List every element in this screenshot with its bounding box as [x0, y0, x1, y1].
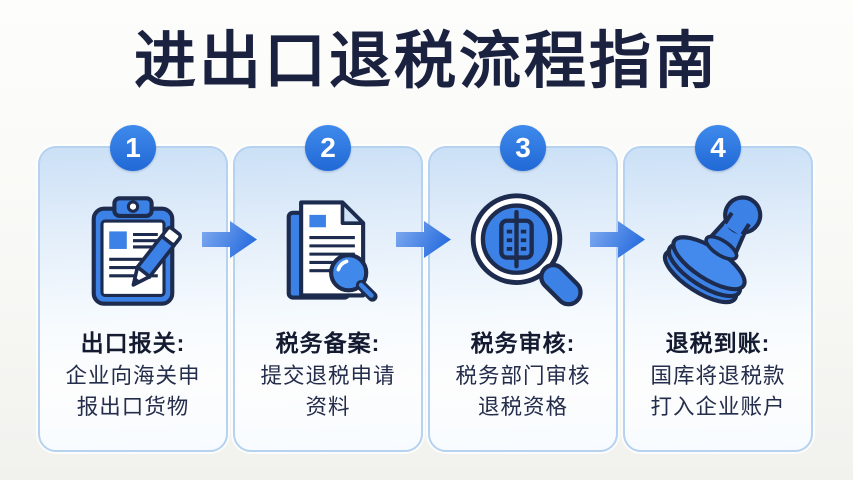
step-description: 国库将退税款 打入企业账户: [650, 364, 786, 419]
document-magnifier-icon: [266, 180, 390, 320]
step-card-tax-review: 3 税务审核: 税务部门审核 退税资格: [428, 125, 618, 452]
step-description: 税务部门审核 退税资格: [455, 364, 591, 419]
arrow-right-icon: [590, 218, 646, 262]
step-card-export-declaration: 1 出口报关:: [38, 125, 228, 452]
step-number-badge: 4: [695, 125, 741, 171]
step-title: 出口报关:: [80, 330, 186, 356]
step-card-tax-filing: 2 税务备案: 提交退税申请 资料: [233, 125, 423, 452]
step-card-refund-received: 4 退税到账: 国库将退税款 打入企业账户: [623, 125, 813, 452]
stamp-icon: [651, 180, 785, 320]
step-number-badge: 1: [110, 125, 156, 171]
clipboard-pencil-icon: [71, 180, 195, 320]
arrow-right-icon: [202, 218, 258, 262]
step-title: 税务审核:: [470, 330, 576, 356]
step-description: 企业向海关申 报出口货物: [65, 364, 201, 419]
step-title: 税务备案:: [275, 330, 381, 356]
page-title: 进出口退税流程指南: [133, 27, 719, 96]
step-number-badge: 2: [305, 125, 351, 171]
magnifier-shen-icon: [458, 180, 588, 320]
step-title: 退税到账:: [665, 330, 771, 356]
step-number-badge: 3: [500, 125, 546, 171]
step-description: 提交退税申请 资料: [260, 364, 396, 419]
arrow-right-icon: [396, 218, 452, 262]
process-steps-row: 1 出口报关:: [38, 125, 813, 452]
